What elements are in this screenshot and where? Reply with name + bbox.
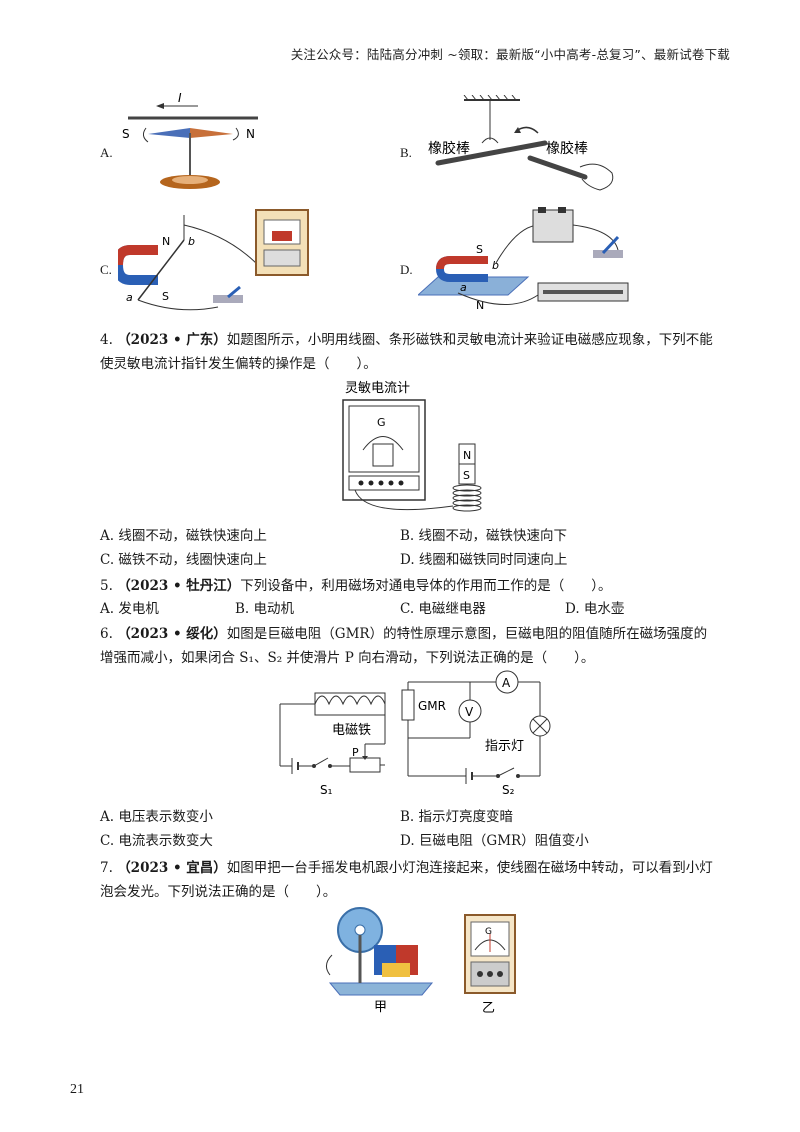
galvanometer-figure: 灵敏电流计 G N S (342, 381, 482, 512)
ammeter-symbol: A (502, 676, 511, 690)
rubber-rod-figure: 橡胶棒 橡胶棒 (428, 95, 614, 191)
q4-s-label: S (463, 469, 470, 482)
rod-label-1: 橡胶棒 (428, 140, 470, 157)
q4-text: 如题图所示，小明用线圈、条形磁铁和灵敏电流计来验证电磁感应现象，下列不能使灵敏电… (100, 332, 713, 372)
south-label: S (122, 127, 130, 141)
q4-figure-label: 灵敏电流计 (345, 381, 410, 396)
d-a-label: a (460, 281, 467, 294)
q6-option-c: C. 电流表示数变大 (100, 833, 213, 849)
q5-text: 下列设备中，利用磁场对通电导体的作用而工作的是（ ）。 (240, 578, 612, 594)
north-label: N (246, 127, 255, 141)
option-b-letter: B. (400, 145, 412, 160)
question-7: 7. （2023 • 宜昌）如图甲把一台手摇发电机跟小灯泡连接起来，使线圈在磁场… (100, 856, 720, 904)
q5-number: 5. (100, 578, 113, 594)
s1-label: S₁ (320, 783, 333, 797)
q6-option-a: A. 电压表示数变小 (100, 809, 213, 825)
q6-option-b: B. 指示灯亮度变暗 (400, 809, 514, 825)
c-n-label: N (162, 235, 170, 248)
q5-option-d: D. 电水壶 (565, 601, 625, 617)
question-4: 4. （2023 • 广东）如题图所示，小明用线圈、条形磁铁和灵敏电流计来验证电… (100, 328, 720, 376)
q6-source: （2023 • 绥化） (117, 626, 227, 642)
c-b-label: b (188, 235, 195, 248)
question-5: 5. （2023 • 牡丹江）下列设备中，利用磁场对通电导体的作用而工作的是（ … (100, 574, 720, 598)
electromagnet-label: 电磁铁 (332, 723, 371, 738)
page-number: 21 (70, 1082, 84, 1097)
d-n-label: N (476, 299, 484, 312)
q6-option-d: D. 巨磁电阻（GMR）阻值变小 (400, 833, 589, 849)
q4-option-d: D. 线圈和磁铁同时同速向上 (400, 552, 568, 568)
q5-option-c: C. 电磁继电器 (400, 601, 486, 617)
c-s-label: S (162, 290, 169, 303)
slider-p-label: P (352, 746, 359, 759)
option-c-letter: C. (100, 262, 112, 277)
label-yi: 乙 (482, 1001, 495, 1016)
q7-text: 如图甲把一台手摇发电机跟小灯泡连接起来，使线圈在磁场中转动，可以看到小灯泡会发光… (100, 860, 713, 900)
q4-number: 4. (100, 332, 113, 348)
rod-label-2: 橡胶棒 (546, 140, 588, 157)
q4-g-label: G (377, 416, 386, 429)
q4-option-c: C. 磁铁不动，线圈快速向上 (100, 552, 267, 568)
s2-label: S₂ (502, 783, 515, 797)
hand-generator-figure: 甲 (326, 907, 434, 1015)
option-a-letter: A. (100, 145, 113, 160)
voltmeter-symbol: V (465, 705, 474, 719)
option-d-letter: D. (400, 262, 413, 277)
q4-source: （2023 • 广东） (117, 332, 227, 348)
yi-g-label: G (485, 927, 492, 937)
q5-option-b: B. 电动机 (235, 601, 295, 617)
label-jia: 甲 (374, 1000, 387, 1015)
question-6: 6. （2023 • 绥化）如图是巨磁电阻（GMR）的特性原理示意图，巨磁电阻的… (100, 622, 720, 670)
gmr-circuit-figure: 电磁铁 P S₁ GMR A 指示灯 V S₂ (279, 670, 551, 797)
gmr-label: GMR (418, 699, 446, 713)
page-header: 关注公众号：陆陆高分冲刺 ~领取：最新版“小中高考-总复习”、最新试卷下载 (290, 47, 730, 62)
q5-option-a: A. 发电机 (100, 601, 159, 617)
q6-number: 6. (100, 626, 113, 642)
q4-option-b: B. 线圈不动，磁铁快速向下 (400, 528, 568, 544)
motor-figure: S N b a (418, 207, 629, 312)
q5-source: （2023 • 牡丹江） (117, 578, 241, 594)
lamp-label: 指示灯 (485, 739, 524, 754)
q6-text: 如图是巨磁电阻（GMR）的特性原理示意图，巨磁电阻的阻值随所在磁场强度的增强而减… (100, 626, 708, 666)
q4-option-a: A. 线圈不动，磁铁快速向上 (100, 528, 267, 544)
oersted-figure: I S N (122, 91, 258, 189)
q7-source: （2023 • 宜昌） (117, 860, 227, 876)
c-a-label: a (126, 291, 133, 304)
d-s-label: S (476, 243, 483, 256)
q7-number: 7. (100, 860, 113, 876)
q4-n-label: N (463, 449, 471, 462)
d-b-label: b (492, 259, 499, 272)
galvanometer-yi-figure: G 乙 (464, 914, 516, 1016)
current-label: I (178, 91, 182, 105)
induction-figure: N S a b (118, 209, 309, 311)
